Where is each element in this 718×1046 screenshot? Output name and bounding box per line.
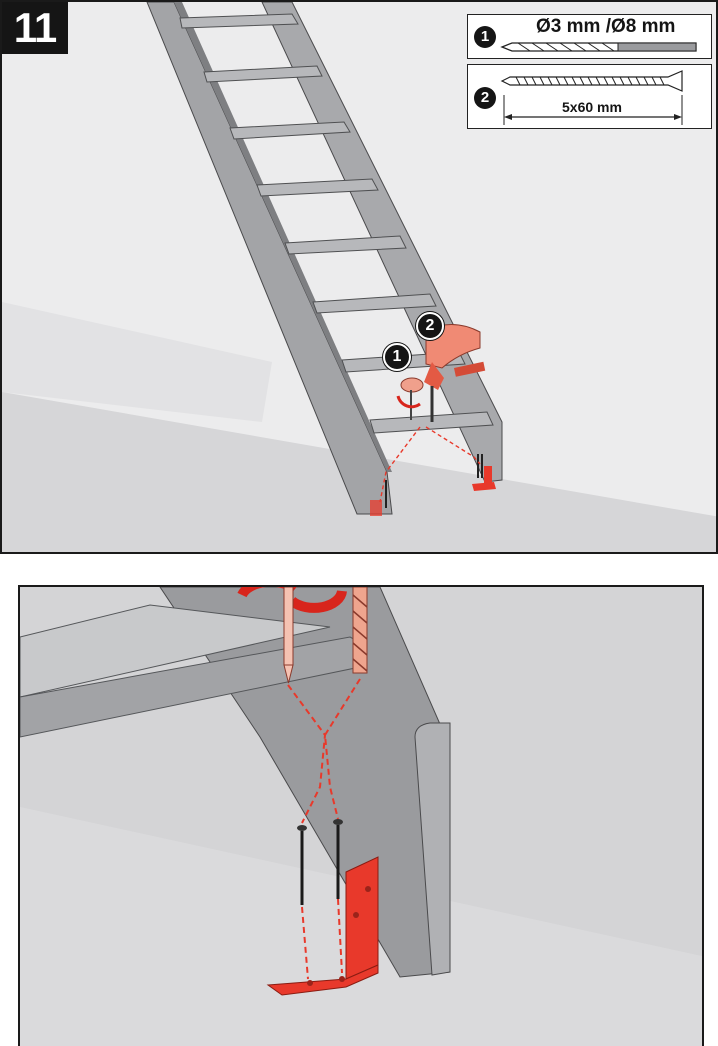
screwdriver-shaft: [284, 587, 293, 665]
legend-drill-bit: 1 Ø3 mm /Ø8 mm: [467, 14, 712, 59]
overview-panel: 11 1 Ø3 mm /Ø8 mm 2 5x60 mm 1 2: [0, 0, 718, 554]
drill-bit-sizes: Ø3 mm /Ø8 mm: [536, 16, 675, 38]
bracket-upright: [346, 857, 378, 979]
screw-icon: [468, 65, 713, 130]
detail-panel: [18, 585, 704, 1046]
callout-drill-bit: 1: [383, 343, 411, 371]
bracket-detail-illustration: [20, 587, 704, 1046]
bracket-left: [370, 500, 382, 516]
screw-size: 5x60 mm: [562, 99, 622, 115]
step-number: 11: [2, 2, 68, 54]
legend-screw: 2 5x60 mm: [467, 64, 712, 129]
callout-screw: 2: [416, 312, 444, 340]
bracket-right-upright: [484, 466, 492, 484]
